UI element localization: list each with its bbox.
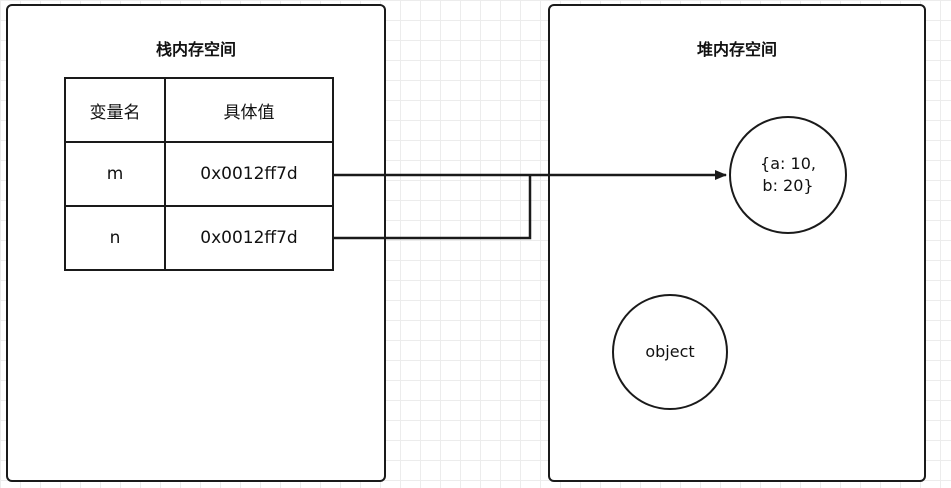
variable-table: 变量名 具体值 m 0x0012ff7d n 0x0012ff7d (64, 77, 334, 271)
stack-panel-title: 栈内存空间 (155, 40, 236, 59)
heap-object-node: object (612, 294, 728, 410)
header-value: 具体值 (164, 77, 334, 143)
heap-memory-panel: 堆内存空间 {a: 10, b: 20} object (548, 4, 926, 482)
table-header-row: 变量名 具体值 (64, 77, 334, 143)
heap-panel-title: 堆内存空间 (696, 40, 777, 59)
table-row: m 0x0012ff7d (64, 141, 334, 207)
heap-value-node: {a: 10, b: 20} (729, 116, 847, 234)
stack-memory-panel: 栈内存空间 变量名 具体值 m 0x0012ff7d n 0x0012ff7d (6, 4, 386, 482)
variable-name-cell: m (64, 141, 166, 207)
header-variable-name: 变量名 (64, 77, 166, 143)
variable-value-cell: 0x0012ff7d (164, 141, 334, 207)
table-row: n 0x0012ff7d (64, 205, 334, 271)
variable-value-cell: 0x0012ff7d (164, 205, 334, 271)
variable-name-cell: n (64, 205, 166, 271)
